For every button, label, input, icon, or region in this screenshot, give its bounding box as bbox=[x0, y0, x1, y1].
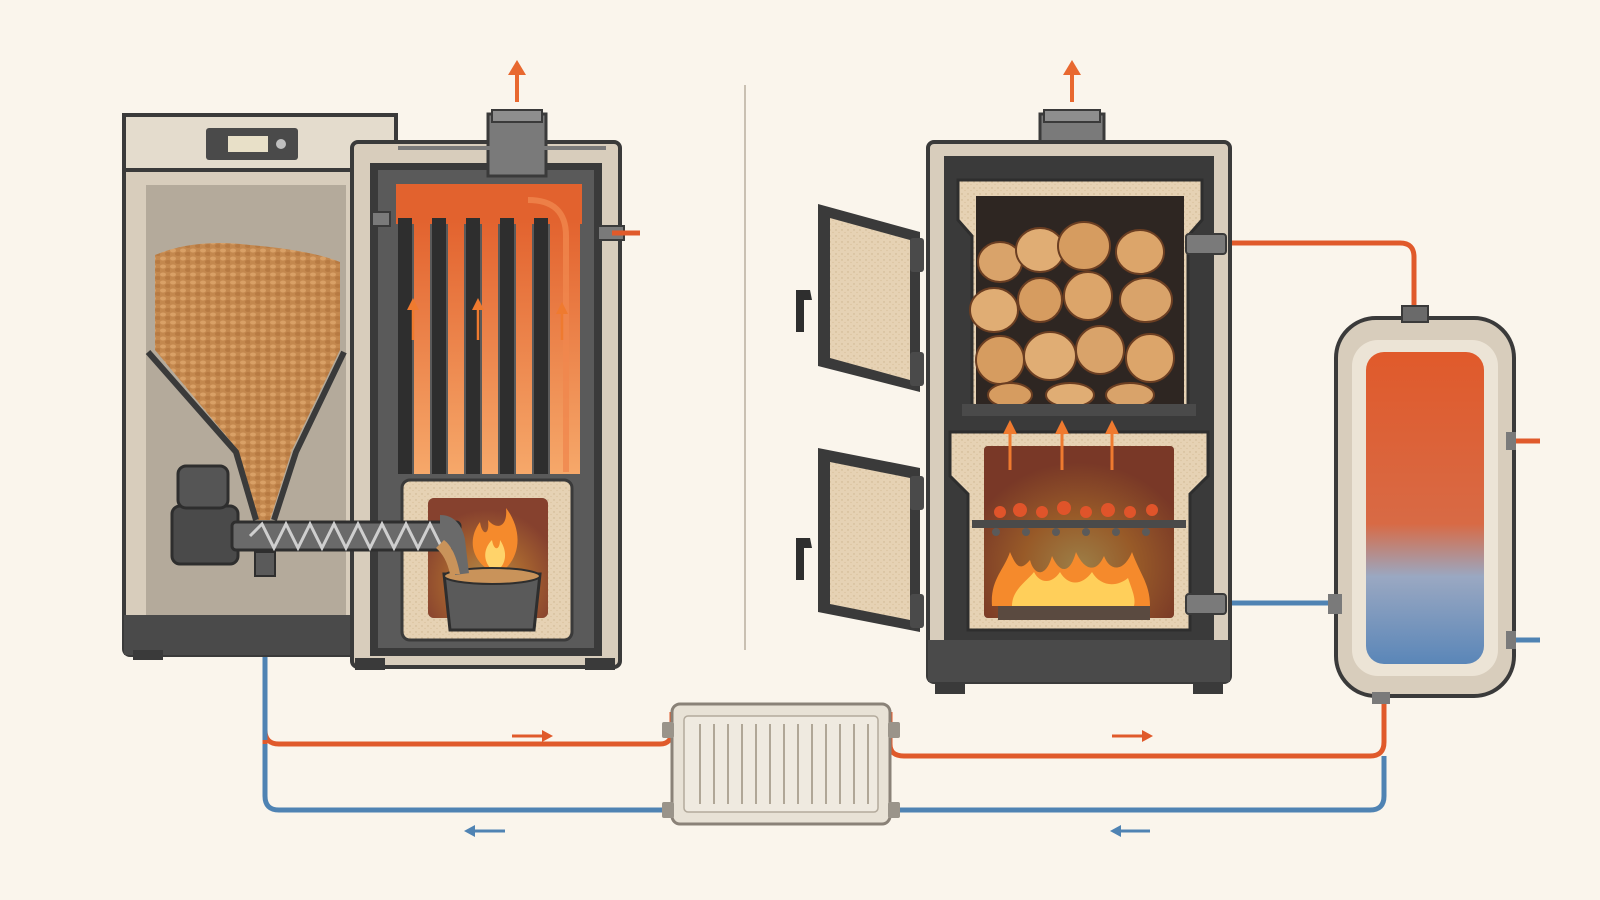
arrow-left-icon bbox=[464, 825, 505, 837]
grate bbox=[972, 520, 1186, 528]
arrow-left-icon bbox=[1110, 825, 1150, 837]
radiator bbox=[662, 702, 900, 826]
arrow-up-icon bbox=[1105, 420, 1119, 470]
flue-pipe bbox=[486, 112, 548, 178]
control-display bbox=[228, 136, 268, 152]
pellet-fuel bbox=[155, 242, 340, 521]
flame-icon bbox=[472, 508, 518, 573]
arrow-up-icon bbox=[1063, 60, 1081, 102]
arrow-up-icon bbox=[407, 298, 419, 340]
control-knob bbox=[276, 139, 286, 149]
auger-feed bbox=[170, 464, 469, 577]
fire-chamber bbox=[948, 420, 1210, 632]
door-handle-icon[interactable] bbox=[796, 538, 812, 580]
heat-exchanger-channels bbox=[398, 218, 580, 474]
boiler-to-tank-hot-pipe bbox=[1225, 240, 1417, 318]
pellet-fall bbox=[436, 540, 460, 574]
firewood-logs bbox=[969, 221, 1175, 408]
buffer-tank bbox=[1328, 305, 1516, 704]
upper-loading-door[interactable] bbox=[818, 204, 924, 392]
hot-supply-pipe-right bbox=[887, 700, 1387, 759]
arrow-up-icon bbox=[1003, 420, 1017, 470]
wood-chamber bbox=[956, 178, 1204, 416]
pellet-boiler bbox=[122, 60, 640, 670]
arrow-up-icon bbox=[472, 298, 484, 340]
lower-ash-door[interactable] bbox=[818, 448, 924, 632]
pellet-boiler-body bbox=[350, 109, 640, 670]
arrow-up-icon bbox=[556, 302, 568, 340]
firewood-boiler bbox=[796, 60, 1232, 694]
auger-motor bbox=[170, 504, 240, 566]
cold-return-pipe-left bbox=[262, 744, 672, 813]
arrow-right-icon bbox=[512, 730, 553, 742]
arrow-up-icon bbox=[508, 60, 526, 102]
cold-return-pipe-right bbox=[890, 756, 1387, 813]
tank-water bbox=[1366, 352, 1484, 664]
door-handle-icon[interactable] bbox=[796, 290, 812, 332]
flow-arrows bbox=[464, 730, 1153, 837]
arrow-right-icon bbox=[1112, 730, 1153, 742]
arrow-up-icon bbox=[1055, 420, 1069, 470]
